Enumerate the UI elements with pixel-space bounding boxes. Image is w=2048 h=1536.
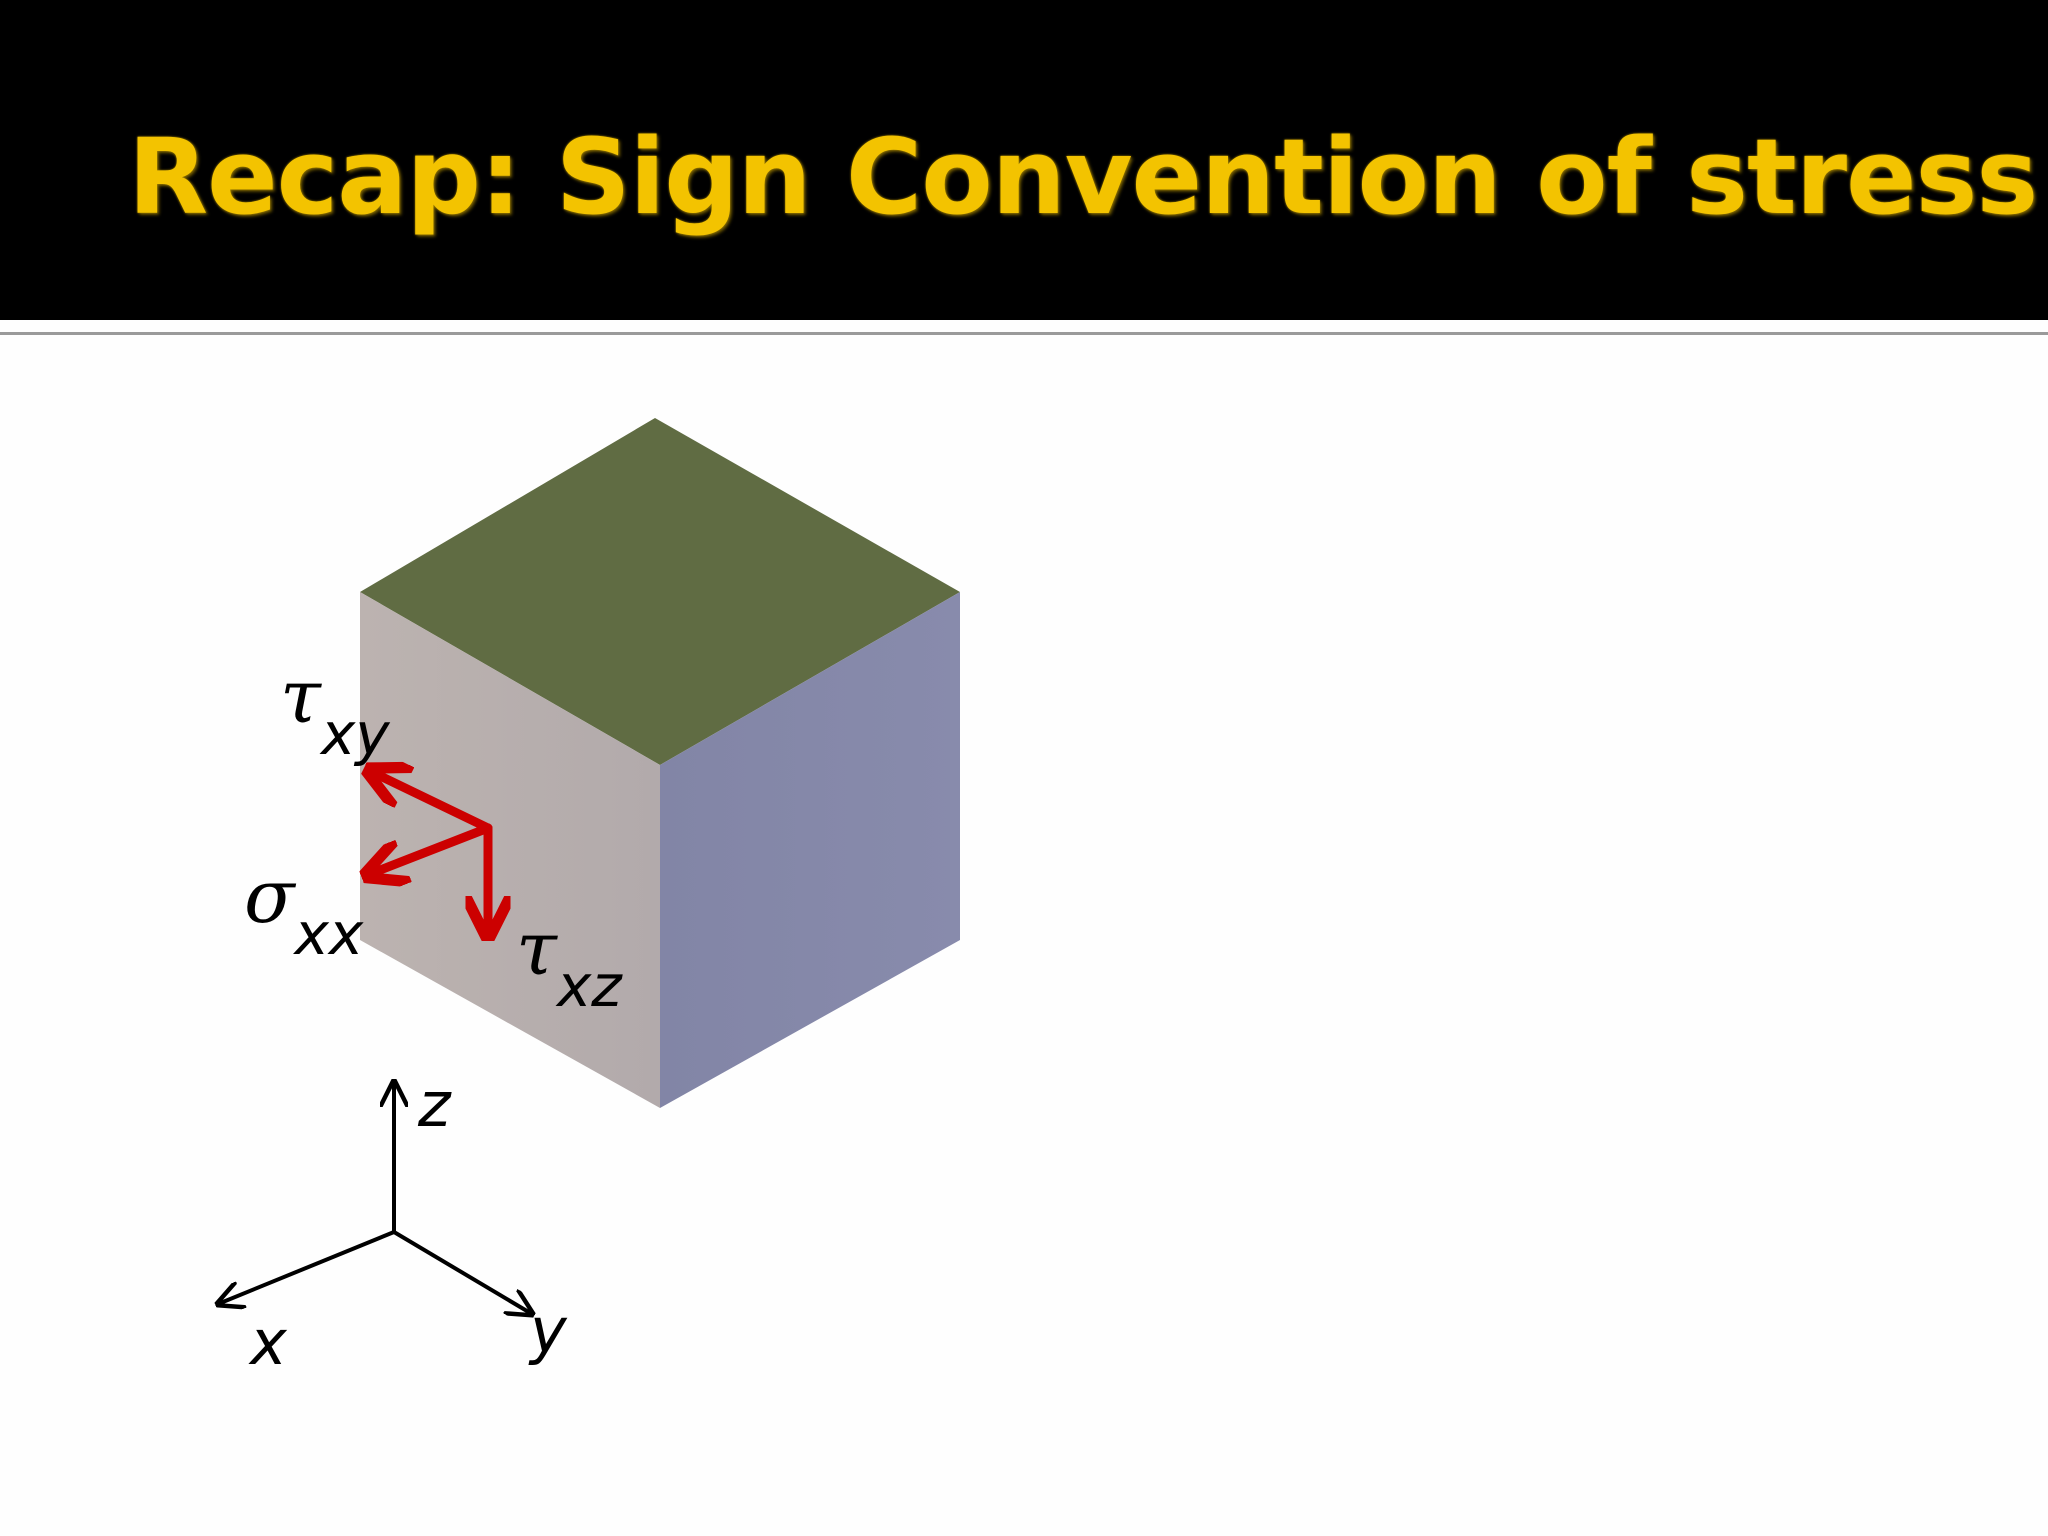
title-divider <box>0 332 2048 335</box>
slide-title: Recap: Sign Convention of stress <box>128 116 2038 238</box>
tau-xz-label: τxz <box>516 906 623 1020</box>
sigma-xx-label: σxx <box>244 854 364 968</box>
stress-arrows <box>370 772 488 932</box>
title-bar <box>0 0 2048 320</box>
coordinate-axes: z x y <box>218 1068 568 1379</box>
x-axis-label: x <box>248 1306 288 1379</box>
sigma-xx-arrow <box>370 823 493 874</box>
tau-xy-label: τxy <box>280 654 390 768</box>
x-axis-arrow <box>218 1230 395 1304</box>
cube-front-face <box>360 592 660 1108</box>
cube <box>360 418 960 1108</box>
cube-side-face <box>660 592 960 1108</box>
y-axis-arrow <box>392 1230 532 1314</box>
z-axis-label: z <box>417 1068 452 1141</box>
tau-xy-arrow <box>372 772 493 833</box>
y-axis-label: y <box>528 1294 568 1367</box>
cube-top-face <box>360 418 960 765</box>
